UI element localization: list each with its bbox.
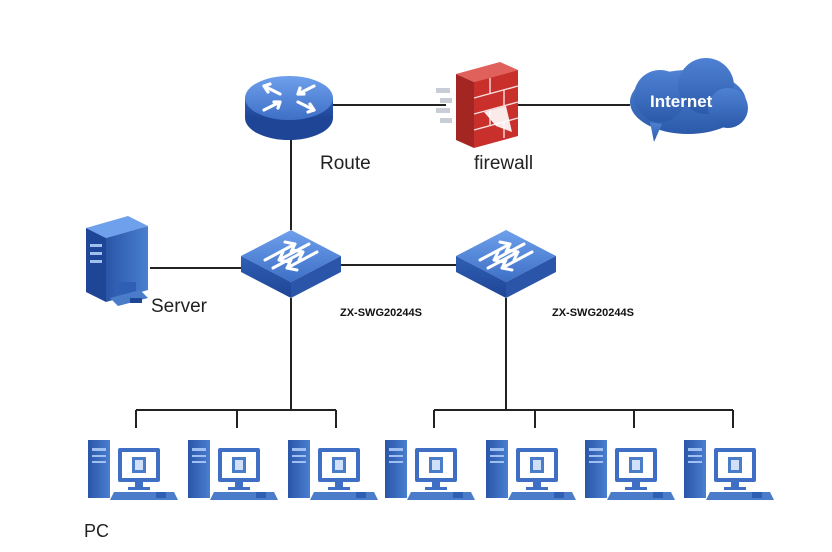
switch-right-icon [454,228,558,300]
pc-icon [684,440,774,500]
firewall-node: firewall [436,62,533,174]
pc-icon [385,440,475,500]
cloud-icon [630,58,748,142]
server-label: Server [151,296,208,317]
router-icon [245,76,333,140]
internet-label: Internet [650,92,713,111]
pc-icon [585,440,675,500]
firewall-label: firewall [474,153,533,174]
switch-right-label: ZX-SWG20244S [552,307,634,319]
switch-left-label: ZX-SWG20244S [340,307,422,319]
router-node: Route [245,76,371,174]
firewall-icon [436,62,519,148]
internet-node: Internet [630,58,748,142]
pc-label: PC [84,521,109,541]
connection-lines [135,104,734,428]
pc-icon [288,440,378,500]
server-node: Server [86,216,208,317]
pc-icon [486,440,576,500]
switch-left-node: ZX-SWG20244S [239,228,422,319]
pc-icon [188,440,278,500]
pc-icon [88,440,178,500]
router-label: Route [320,153,371,174]
switch-right-node: ZX-SWG20244S [454,228,634,319]
pc-group: PC [84,440,774,541]
server-icon [86,216,148,306]
switch-left-icon [239,228,343,300]
